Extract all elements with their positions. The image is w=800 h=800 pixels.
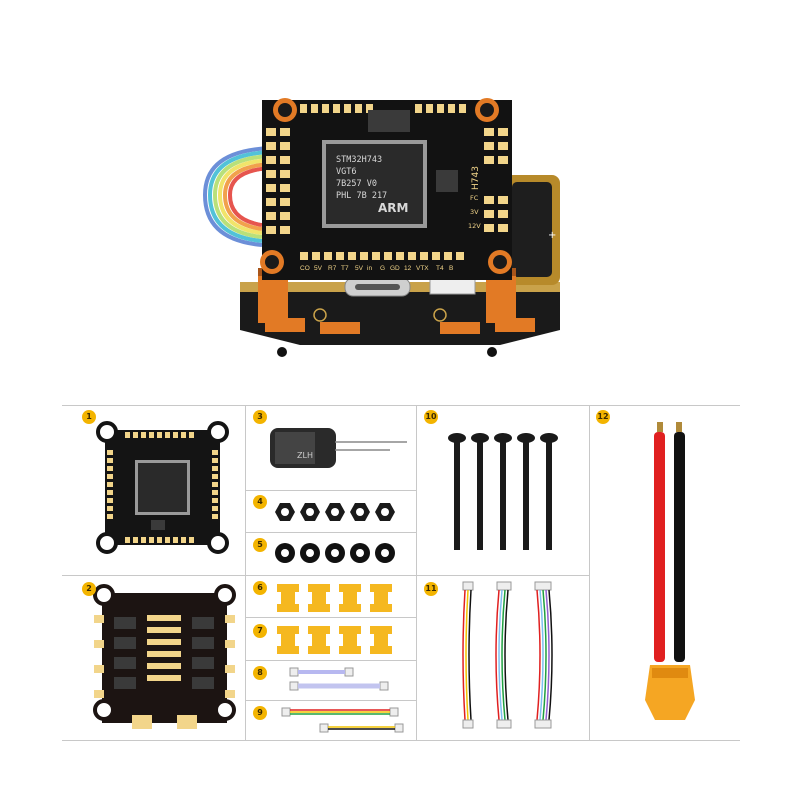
- jst-connector: [429, 277, 476, 295]
- item-number-badge: 11: [424, 582, 438, 596]
- capacitor-image: ZLH: [270, 428, 407, 468]
- mcu-text: 7B257 V0: [336, 179, 377, 189]
- damper-grommets-image-1: [277, 584, 392, 612]
- rubber-rings-image: [275, 543, 395, 563]
- grid-h-line: [246, 617, 416, 618]
- flight-controller-board: CO 5V R7 T7 5V in G GD 12 VTX T4 B FC 3V…: [260, 98, 512, 280]
- pad-label: B: [449, 265, 453, 272]
- flash-chip: [368, 110, 410, 132]
- gyro-chip: [436, 170, 458, 192]
- xt60-power-lead-image: [645, 422, 695, 720]
- capacitor-label: ZLH: [297, 451, 313, 460]
- item-number-badge: 5: [253, 538, 267, 552]
- pad-label: VTX: [416, 265, 429, 272]
- grid-h-line: [246, 700, 416, 701]
- flight-controller-image: [96, 421, 229, 554]
- pad-label: T7: [341, 265, 349, 272]
- arm-logo: ARM: [378, 201, 408, 215]
- pad-label: 3V: [470, 208, 479, 216]
- grid-top-line: [62, 405, 740, 406]
- item-number-badge: 8: [253, 666, 267, 680]
- grid-v-line: [245, 405, 246, 740]
- damper-grommets-image-2: [277, 626, 392, 654]
- pad-label: GD: [390, 265, 400, 272]
- grid-v-line: [416, 405, 417, 740]
- pad-label: 12: [404, 265, 412, 272]
- item-number-badge: 1: [82, 410, 96, 424]
- connector-cables-image: [462, 581, 553, 729]
- grid-h-line: [246, 532, 416, 533]
- pad-label: 5V: [314, 265, 323, 272]
- ribbon-cable-image: [289, 667, 389, 691]
- board-name: H743: [471, 166, 481, 190]
- mcu-text: STM32H743: [336, 155, 382, 165]
- pad-label: 5V: [355, 265, 364, 272]
- mcu-text: VGT6: [336, 167, 356, 177]
- pad-label: R7: [328, 265, 337, 272]
- pad-label: CO: [300, 265, 310, 272]
- mcu-text: PHL 7B 217: [336, 191, 387, 201]
- item-number-badge: 12: [596, 410, 610, 424]
- item-number-badge: 7: [253, 624, 267, 638]
- grid-bottom-line: [62, 740, 740, 741]
- grid-h-line: [62, 575, 416, 576]
- item-number-badge: 3: [253, 410, 267, 424]
- item-number-badge: 10: [424, 410, 438, 424]
- grid-h-line: [246, 490, 416, 491]
- pad-label: in: [367, 265, 372, 272]
- ribbon-cable: [202, 146, 273, 247]
- item-number-badge: 2: [82, 582, 96, 596]
- item-number-badge: 6: [253, 581, 267, 595]
- item-number-badge: 9: [253, 706, 267, 720]
- wire-harness-image: [281, 707, 404, 733]
- fc-esc-stack-photo: +: [202, 98, 560, 357]
- item-number-badge: 4: [253, 495, 267, 509]
- pad-label: T4: [436, 265, 444, 272]
- nuts-image: [275, 503, 395, 521]
- polarity-label: +: [548, 230, 556, 241]
- pad-label: 12V: [468, 222, 481, 230]
- mcu-chip: [326, 144, 423, 224]
- grid-h-line: [417, 575, 589, 576]
- grid-h-line: [246, 660, 416, 661]
- esc-board-image: [93, 584, 236, 729]
- screws-image: [448, 433, 558, 550]
- grid-v-line: [589, 405, 590, 740]
- pad-label: G: [380, 265, 385, 272]
- pad-label: FC: [470, 194, 479, 202]
